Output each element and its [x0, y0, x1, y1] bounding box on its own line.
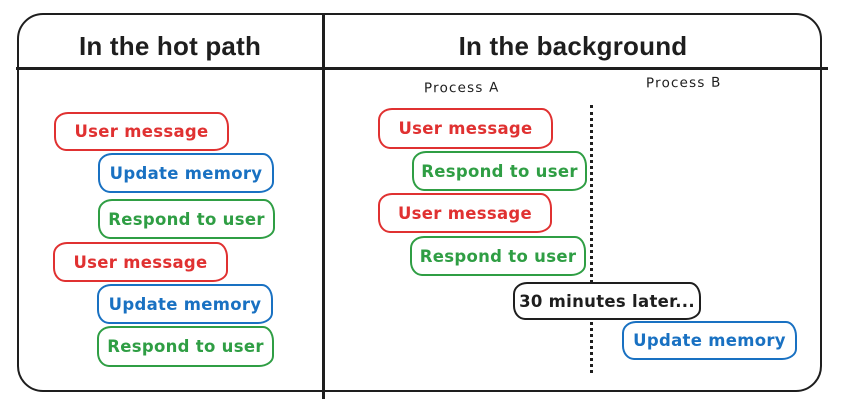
outer-border	[17, 13, 822, 392]
delay-note: 30 minutes later...	[513, 282, 701, 320]
header-divider-line	[16, 67, 828, 70]
step-respond-to-user: Respond to user	[97, 326, 274, 367]
step-update-memory: Update memory	[97, 284, 273, 324]
step-respond-to-user: Respond to user	[98, 199, 275, 239]
step-update-memory: Update memory	[98, 153, 274, 193]
step-user-message: User message	[378, 108, 553, 149]
step-respond-to-user: Respond to user	[410, 236, 586, 276]
step-respond-to-user: Respond to user	[412, 151, 587, 191]
background-panel-title: In the background	[458, 31, 688, 61]
step-user-message: User message	[378, 193, 552, 233]
step-user-message: User message	[54, 112, 229, 151]
process-a-label: Process A	[423, 79, 500, 97]
process-b-label: Process B	[645, 74, 722, 92]
step-update-memory: Update memory	[622, 321, 797, 360]
column-divider-line	[322, 13, 325, 399]
hot-path-panel-title: In the hot path	[78, 31, 262, 61]
process-lane-dotted-divider	[590, 105, 593, 373]
step-user-message: User message	[53, 242, 228, 282]
